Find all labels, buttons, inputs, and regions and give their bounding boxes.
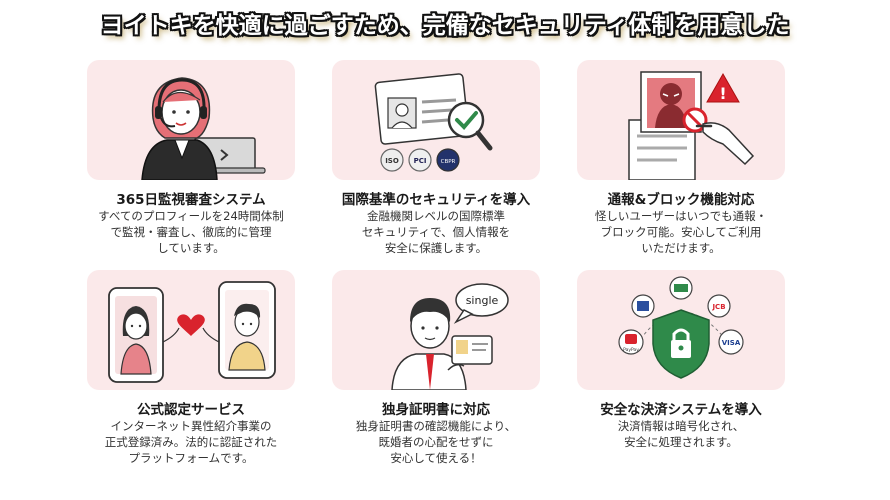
- pci-badge-icon: PCI: [408, 148, 432, 172]
- feature-description: 独身証明書の確認機能により、 既婚者の心配をせずに 安心して使える！: [355, 419, 517, 465]
- svg-text:!: !: [719, 84, 726, 103]
- paypay-icon: PayPay: [618, 329, 644, 355]
- matching-couple-illustration: [87, 270, 295, 390]
- feature-title: 公式認定サービス: [137, 402, 245, 418]
- svg-text:PayPay: PayPay: [623, 347, 639, 353]
- feature-title: 国際基準のセキュリティを導入: [341, 192, 531, 208]
- report-block-illustration: !: [577, 60, 785, 180]
- feature-description: 決済情報は暗号化され、 安全に処理されます。: [617, 419, 745, 449]
- single-certificate-illustration: single: [332, 270, 540, 390]
- id-card-check-illustration: ISO PCI CBPR: [332, 60, 540, 180]
- svg-text:single: single: [466, 294, 499, 307]
- operator-illustration: [87, 60, 295, 180]
- feature-card-payment: JCB PayPay VISA 安全な決済システムを導入 決済情報は暗号化され、…: [565, 268, 815, 478]
- iso-badge-icon: ISO: [380, 148, 404, 172]
- svg-text:VISA: VISA: [722, 339, 741, 347]
- feature-title: 独身証明書に対応: [382, 402, 490, 418]
- feature-description: 金融機関レベルの国際標準 セキュリティで、個人情報を 安全に保護します。: [361, 209, 511, 255]
- feature-description: インターネット異性紹介事業の 正式登録済み。法的に認証された プラットフォームで…: [104, 419, 278, 465]
- feature-card-single-cert: single 独身証明書に対応 独身証明書の確認機能により、 既婚者の心配をせず…: [320, 268, 565, 478]
- wallet-icon: [669, 276, 693, 300]
- feature-title: 365日監視審査システム: [116, 192, 266, 208]
- cbpr-badge-icon: CBPR: [436, 148, 460, 172]
- feature-title: 通報&ブロック機能対応: [607, 192, 755, 208]
- feature-description: すべてのプロフィールを24時間体制 で監視・審査し、徹底的に管理 しています。: [98, 209, 284, 255]
- feature-grid: 365日監視審査システム すべてのプロフィールを24時間体制 で監視・審査し、徹…: [75, 58, 815, 498]
- feature-card-security: ISO PCI CBPR 国際基準のセキュリティを導入 金融機関レベルの国際標準…: [320, 58, 565, 268]
- secure-payment-illustration: JCB PayPay VISA: [577, 270, 785, 390]
- visa-icon: VISA: [718, 329, 744, 355]
- feature-title: 安全な決済システムを導入: [600, 402, 762, 418]
- page-headline: ヨイトキを快適に過ごすため、完備なセキュリティ体制を用意した: [100, 13, 790, 39]
- feature-card-official: 公式認定サービス インターネット異性紹介事業の 正式登録済み。法的に認証された …: [75, 268, 320, 478]
- svg-text:CBPR: CBPR: [441, 159, 456, 165]
- feature-description: 怪しいユーザーはいつでも通報・ ブロック可能。安心してご利用 いただけます。: [594, 209, 768, 255]
- svg-text:PCI: PCI: [414, 157, 427, 165]
- jcb-icon: JCB: [707, 294, 731, 318]
- svg-text:ISO: ISO: [385, 157, 399, 165]
- feature-card-monitoring: 365日監視審査システム すべてのプロフィールを24時間体制 で監視・審査し、徹…: [75, 58, 320, 268]
- feature-card-report-block: ! 通報&ブロック機能対応 怪しいユーザーはいつでも通報・ ブロック可能。安心し…: [565, 58, 815, 268]
- bank-icon: [631, 294, 655, 318]
- svg-text:JCB: JCB: [711, 303, 725, 311]
